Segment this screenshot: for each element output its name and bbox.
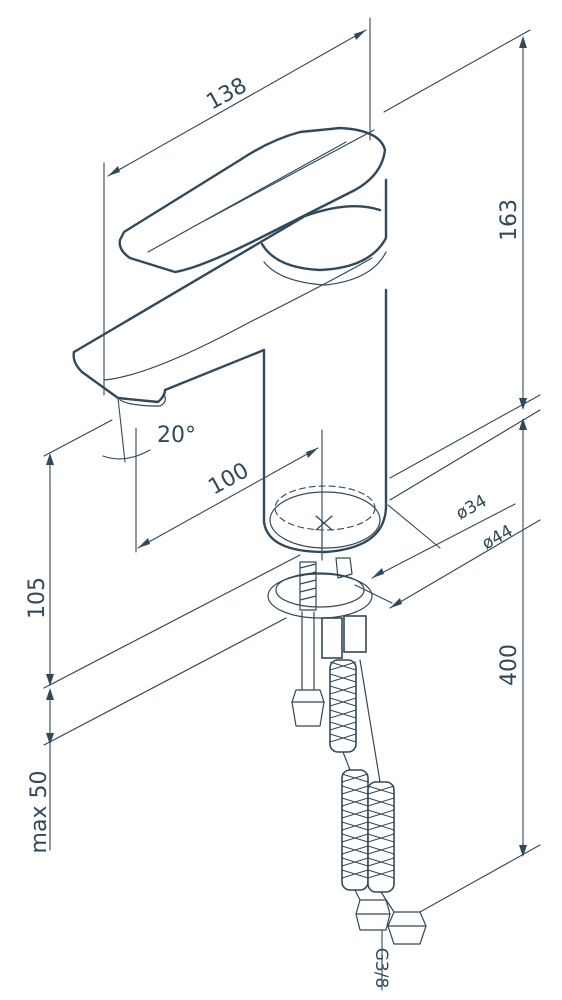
arrow-head: [306, 448, 318, 458]
dim-100-label: 100: [204, 458, 253, 500]
arrow-head: [46, 674, 54, 686]
angle-arc: [102, 449, 151, 460]
extension-line-top: [383, 29, 531, 113]
leader-d34: [387, 504, 441, 549]
spout-lower-outline: [72, 348, 266, 404]
dim-163: 163: [383, 29, 541, 479]
extension-line-spout-tip: [43, 419, 113, 457]
thread-label: G3/8: [371, 948, 391, 989]
hose-c-pattern: [367, 785, 395, 879]
arrow-head: [108, 166, 120, 176]
arrow-head: [354, 30, 366, 40]
dim-400-label: 400: [497, 644, 522, 686]
arrow-head: [46, 688, 54, 700]
washer-top: [275, 572, 365, 608]
countertop-bottom-edge: [43, 617, 287, 746]
dim-105-label: 105: [25, 577, 50, 619]
dimension-line-d44: [389, 519, 541, 609]
extension-line-bottom: [389, 394, 541, 479]
center-mark: [315, 515, 333, 531]
arrow-head: [372, 568, 384, 578]
hose-b-braid: [341, 769, 369, 891]
dim-max50: max 50: [27, 688, 54, 853]
lever-top-edge: [205, 129, 375, 221]
hose-a-connector: [321, 617, 343, 659]
hose-b-end-nut: [355, 899, 391, 931]
hose-a-pattern: [329, 661, 357, 743]
arrow-head: [519, 36, 527, 48]
dim-20deg-label: 20°: [157, 423, 196, 448]
hose-c-braid: [367, 781, 395, 893]
threaded-rod: [299, 561, 317, 611]
dim-105: 105: [25, 419, 113, 686]
countertop-top-edge: [43, 554, 301, 689]
leader-d44: [354, 584, 393, 604]
mounting-assembly: [267, 557, 373, 619]
base-ellipse: [269, 491, 381, 549]
cartridge-cap-ring: [263, 251, 387, 286]
rod-threads: [299, 563, 317, 601]
arrow-head: [46, 733, 54, 745]
hose-b-connector: [343, 615, 367, 653]
washer: [267, 573, 373, 619]
arrow-head: [390, 598, 402, 608]
countertop: [43, 409, 541, 746]
dim-20deg: 20°: [102, 397, 196, 463]
lever-handle: [118, 126, 387, 274]
arrow-head: [519, 418, 527, 430]
hose-b-pattern: [341, 773, 369, 879]
dim-diameters: ø34 ø44: [354, 491, 541, 609]
dim-d44-label: ø44: [479, 521, 517, 554]
spout-inner-edge: [103, 257, 373, 381]
hidden-hole-outline: [274, 485, 376, 531]
angle-leg: [117, 397, 126, 463]
arrow-head: [519, 398, 527, 410]
hose-c-upper: [359, 659, 381, 783]
thread-callout: G3/8: [371, 929, 391, 991]
arrow-head: [138, 538, 150, 548]
flexible-hoses: [321, 615, 427, 945]
rigid-pipe: [291, 611, 325, 727]
dimension-line-138: [107, 29, 367, 177]
dimension-line-d34: [371, 503, 516, 579]
fixing-nut: [335, 557, 353, 579]
arrow-head: [519, 845, 527, 857]
lever-ridge: [147, 141, 347, 253]
countertop-top-edge-right: [389, 409, 541, 501]
aerator: [119, 393, 166, 407]
faucet-body: [72, 126, 388, 561]
dim-163-label: 163: [497, 199, 522, 241]
dim-138: 138: [103, 17, 371, 396]
arrow-head: [46, 453, 54, 465]
extension-line-hose-end: [419, 844, 541, 913]
hose-c-end-nut: [387, 911, 427, 945]
dim-max50-label: max 50: [27, 771, 52, 854]
dimension-line-100: [137, 447, 319, 549]
column-base: [262, 506, 388, 554]
pipe-nut: [291, 689, 325, 727]
cartridge-cap: [260, 178, 388, 272]
dim-400: 400: [419, 418, 541, 913]
hose-bend: [342, 751, 351, 771]
